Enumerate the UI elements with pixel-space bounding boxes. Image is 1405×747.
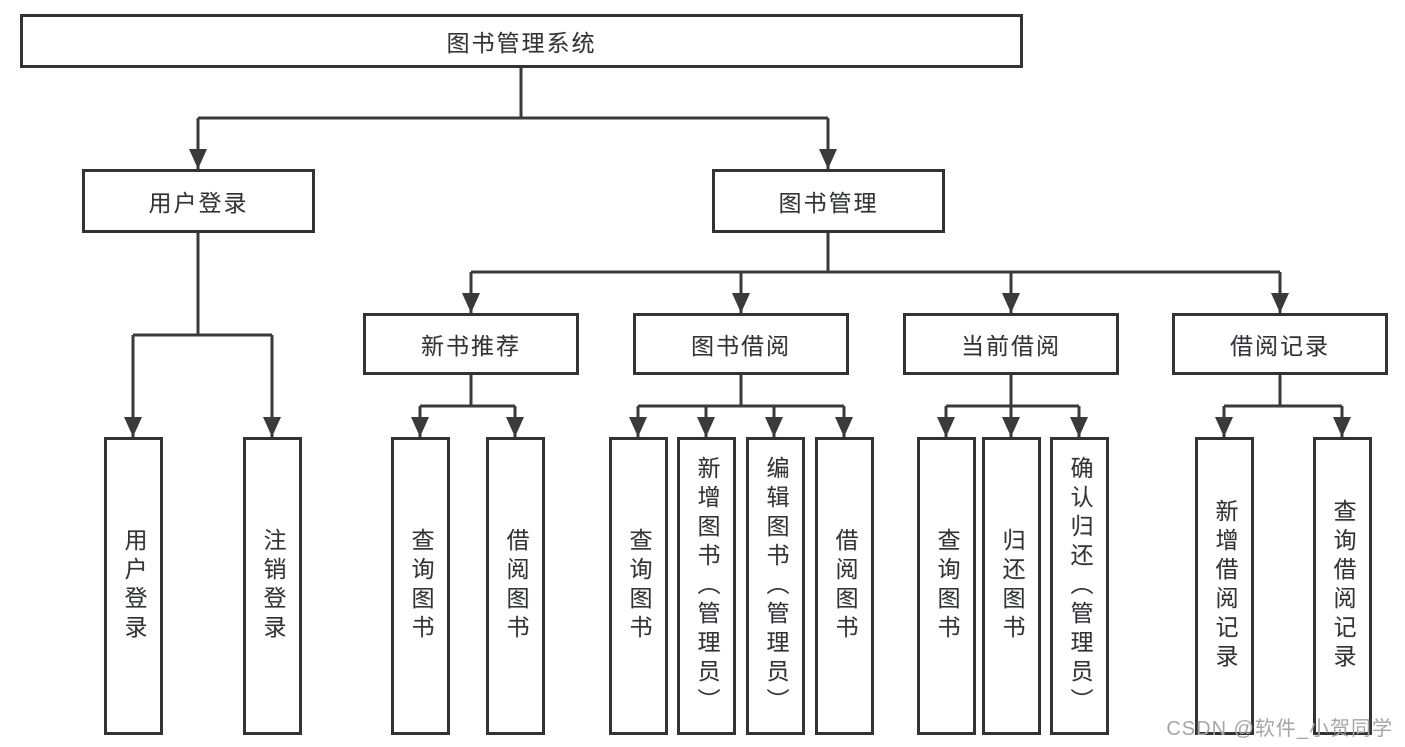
- leaf-records-query-record-label: 查询借阅记录: [1330, 499, 1356, 673]
- leaf-logout-label: 注销登录: [260, 528, 286, 644]
- leaf-borrowing-query-books: 查询图书: [609, 437, 668, 735]
- arrowheads: [124, 149, 1351, 437]
- leaf-recommend-borrow-books-label: 借阅图书: [503, 528, 529, 644]
- node-root-label: 图书管理系统: [446, 30, 597, 56]
- node-book-management: 图书管理: [712, 169, 945, 233]
- leaf-records-query-record: 查询借阅记录: [1313, 437, 1372, 735]
- leaf-logout: 注销登录: [243, 437, 302, 735]
- leaf-borrowing-edit-books-admin-label: 编辑图书（管理员）: [763, 455, 789, 717]
- leaf-borrowing-add-books-admin: 新增图书（管理员）: [677, 437, 736, 735]
- leaf-borrowing-edit-books-admin: 编辑图书（管理员）: [746, 437, 805, 735]
- leaf-current-return-books: 归还图书: [982, 437, 1041, 735]
- node-book-management-label: 图书管理: [778, 190, 879, 216]
- watermark-text: CSDN @软件_小贺同学: [1166, 718, 1393, 740]
- leaf-current-return-books-label: 归还图书: [999, 528, 1025, 644]
- node-user-login: 用户登录: [82, 169, 315, 233]
- leaf-records-add-record: 新增借阅记录: [1195, 437, 1254, 735]
- node-new-book-recommend: 新书推荐: [363, 313, 579, 375]
- leaf-borrowing-borrow-books-label: 借阅图书: [832, 528, 858, 644]
- node-borrow-records-label: 借阅记录: [1230, 333, 1330, 359]
- node-new-book-recommend-label: 新书推荐: [421, 333, 521, 359]
- leaf-user-login-label: 用户登录: [121, 528, 147, 644]
- leaf-records-add-record-label: 新增借阅记录: [1212, 499, 1238, 673]
- leaf-recommend-query-books-label: 查询图书: [408, 528, 434, 644]
- leaf-user-login: 用户登录: [104, 437, 163, 735]
- leaf-current-confirm-return-admin: 确认归还（管理员）: [1050, 437, 1109, 735]
- leaf-borrowing-borrow-books: 借阅图书: [815, 437, 874, 735]
- node-current-borrowing-label: 当前借阅: [961, 333, 1061, 359]
- node-book-borrowing-label: 图书借阅: [691, 333, 791, 359]
- leaf-borrowing-query-books-label: 查询图书: [626, 528, 652, 644]
- node-current-borrowing: 当前借阅: [903, 313, 1119, 375]
- leaf-current-confirm-return-admin-label: 确认归还（管理员）: [1067, 455, 1093, 717]
- node-borrow-records: 借阅记录: [1172, 313, 1388, 375]
- connector-path: [131, 68, 1344, 437]
- node-user-login-label: 用户登录: [148, 190, 249, 216]
- leaf-borrowing-add-books-admin-label: 新增图书（管理员）: [694, 455, 720, 717]
- node-book-borrowing: 图书借阅: [633, 313, 849, 375]
- leaf-recommend-query-books: 查询图书: [391, 437, 450, 735]
- node-root-system: 图书管理系统: [20, 14, 1023, 68]
- leaf-current-query-books-label: 查询图书: [934, 528, 960, 644]
- leaf-current-query-books: 查询图书: [917, 437, 976, 735]
- leaf-recommend-borrow-books: 借阅图书: [486, 437, 545, 735]
